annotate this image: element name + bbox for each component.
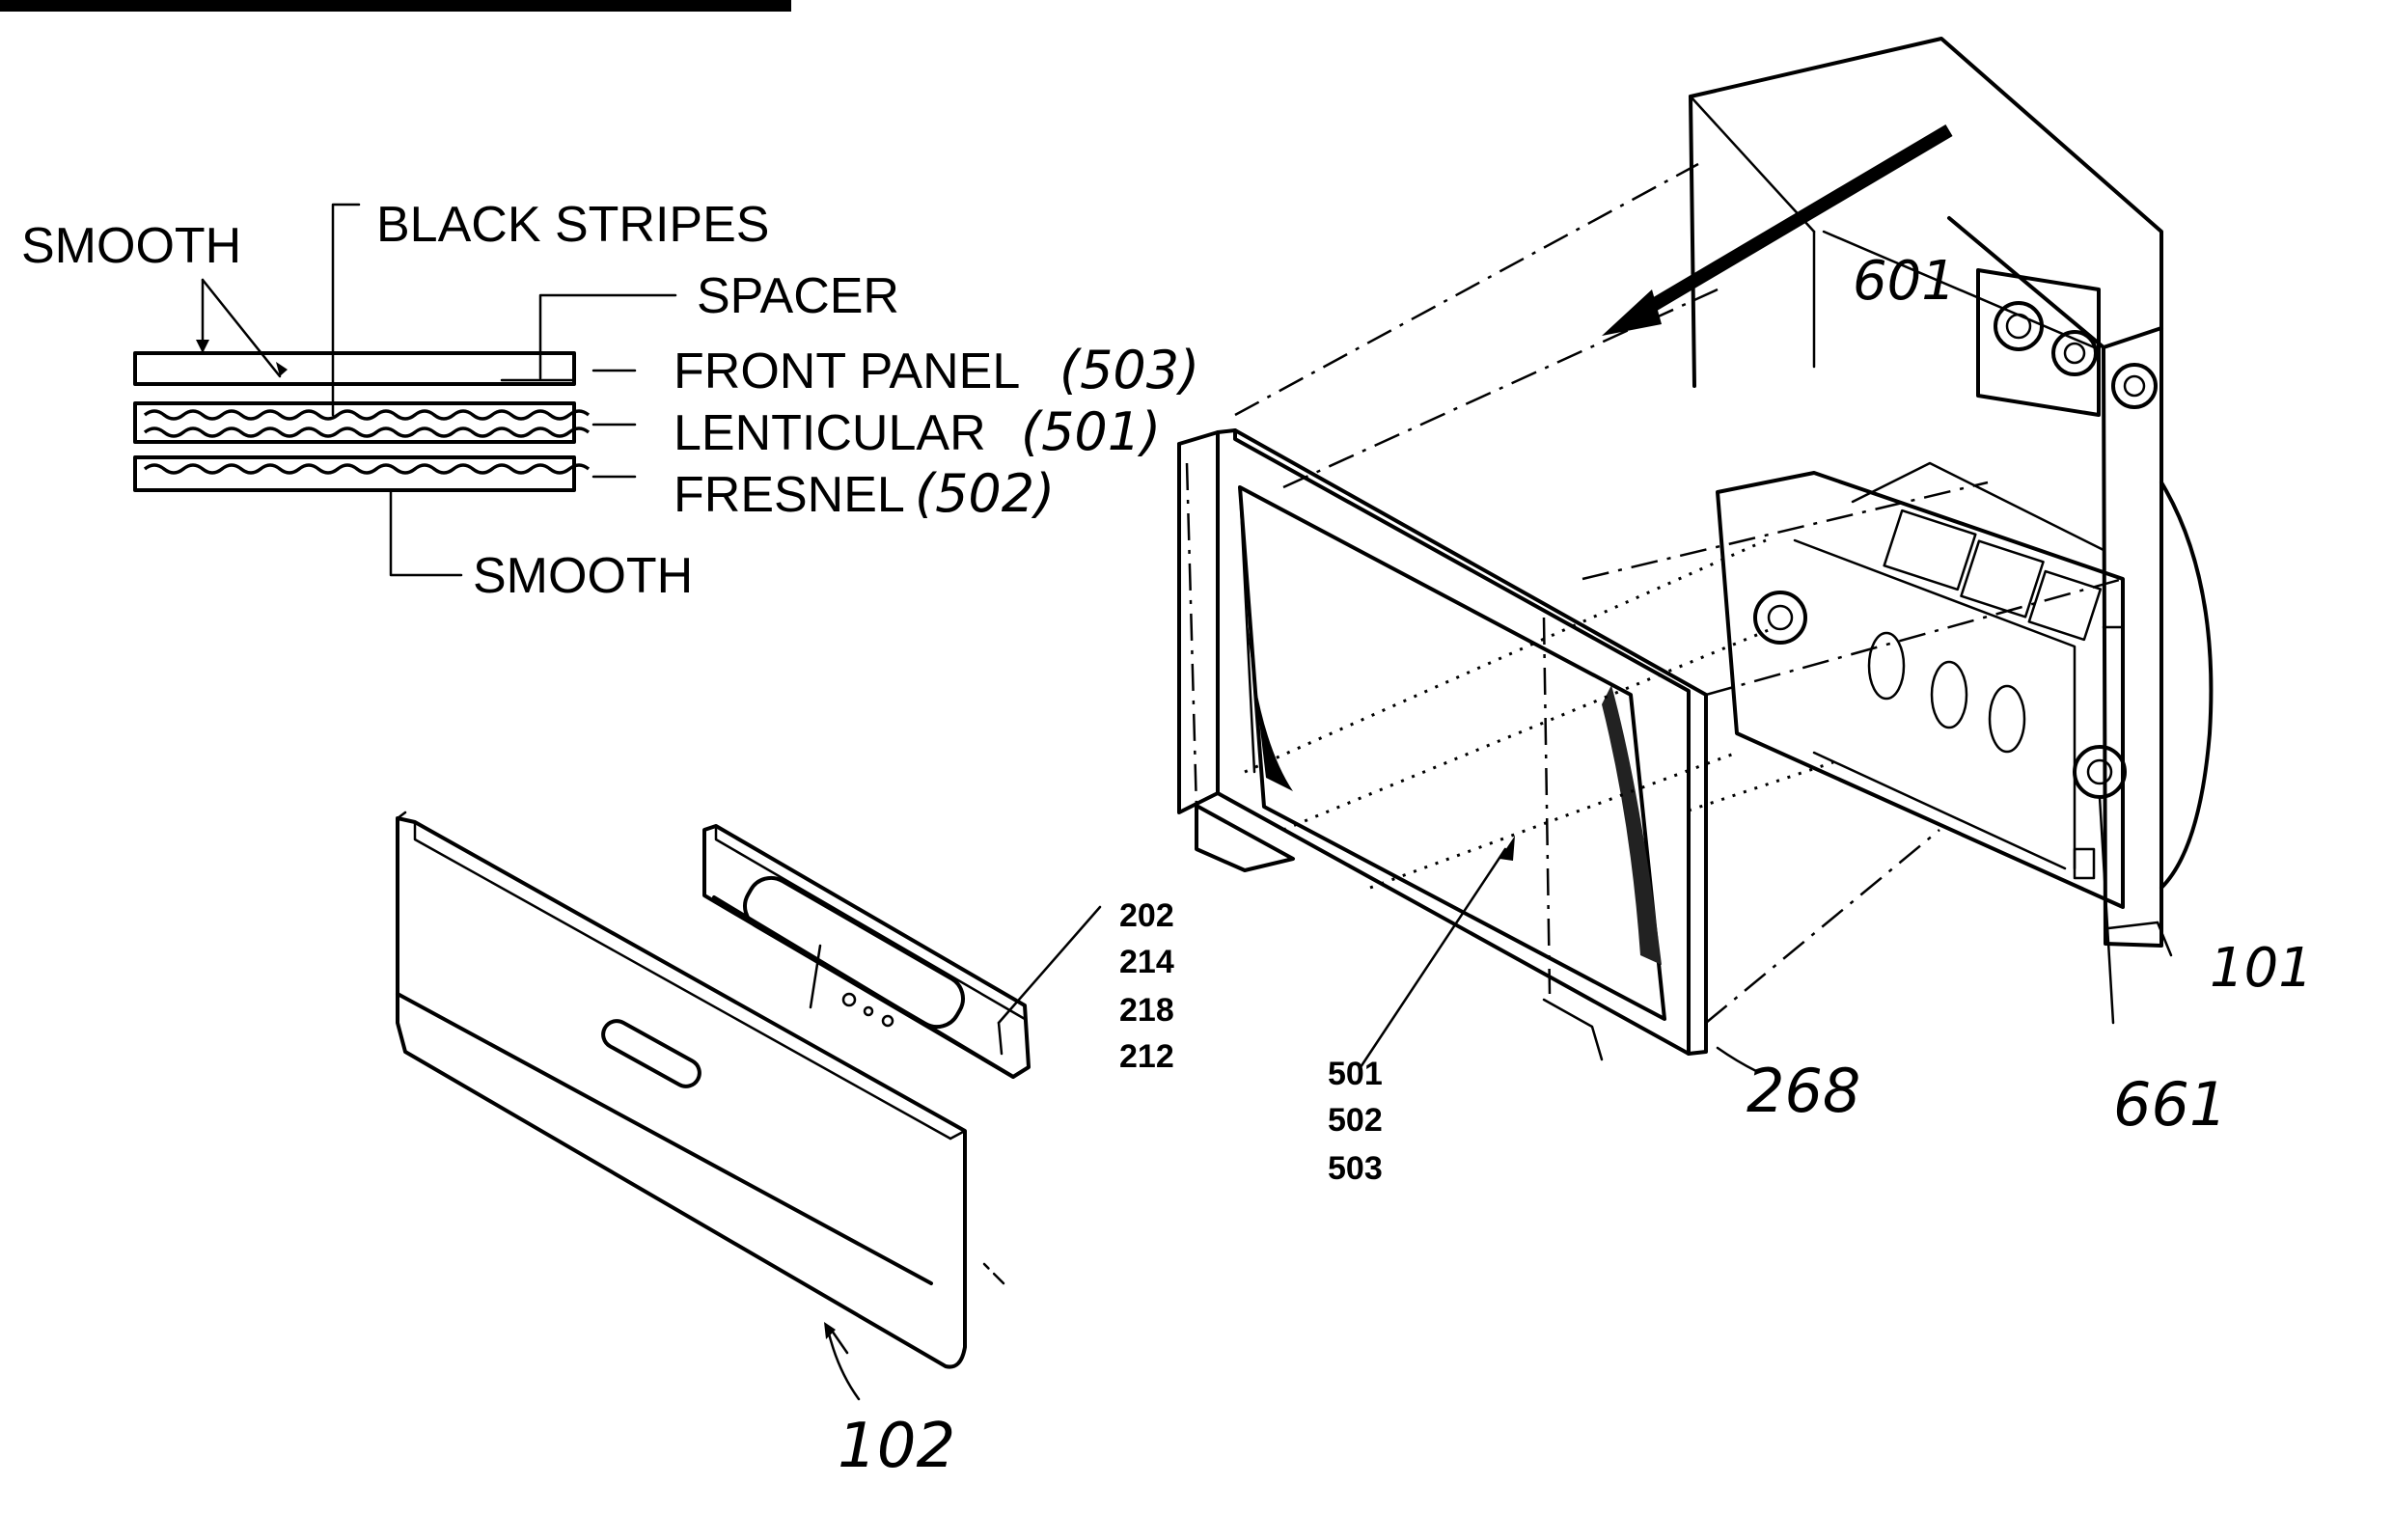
fresnel-layer	[133, 455, 576, 492]
smooth-bottom-label: SMOOTH	[473, 548, 693, 604]
part-102: 102	[838, 1411, 955, 1482]
part-502: 502	[1328, 1102, 1383, 1139]
control-button-bar	[743, 875, 965, 1030]
front-panel-ref: (503)	[1059, 340, 1199, 400]
part-601: 601	[1853, 250, 1956, 313]
front-door-panel	[396, 811, 1005, 1401]
control-board-assembly	[702, 824, 1102, 1079]
front-panel-label: FRONT PANEL	[674, 344, 1020, 399]
part-268: 268	[1747, 1056, 1860, 1126]
fresnel-ref: (502)	[915, 463, 1055, 524]
front-panel-layer	[133, 351, 576, 386]
part-218: 218	[1119, 992, 1174, 1029]
jack-3	[2111, 363, 2158, 409]
black-stripes-label: BLACK STRIPES	[376, 197, 769, 253]
jack-2	[2051, 330, 2098, 376]
smooth-top-label: SMOOTH	[21, 218, 241, 274]
lenticular-ref: (501)	[1021, 401, 1161, 462]
cabinet-assembly	[1602, 37, 2214, 948]
lenticular-layer	[133, 401, 576, 444]
top-rule	[0, 0, 791, 12]
door-slot	[601, 1019, 701, 1088]
insertion-arrow	[1627, 124, 1953, 325]
fresnel-label: FRESNEL	[674, 467, 905, 523]
screen-layer-cross-section: SMOOTH BLACK STRIPES SPACER FRONT PANEL …	[21, 197, 1199, 604]
lenticular-label: LENTICULAR	[674, 405, 986, 461]
spacer-label: SPACER	[697, 268, 899, 324]
part-501: 501	[1328, 1056, 1383, 1092]
part-101: 101	[2210, 937, 2313, 1000]
part-503: 503	[1328, 1150, 1383, 1187]
part-212: 212	[1119, 1038, 1174, 1075]
jack-1	[1994, 301, 2044, 351]
part-202: 202	[1119, 897, 1174, 934]
screen-bezel-assembly	[1177, 162, 2173, 1073]
part-661: 661	[2113, 1069, 2227, 1140]
part-214: 214	[1119, 944, 1174, 980]
